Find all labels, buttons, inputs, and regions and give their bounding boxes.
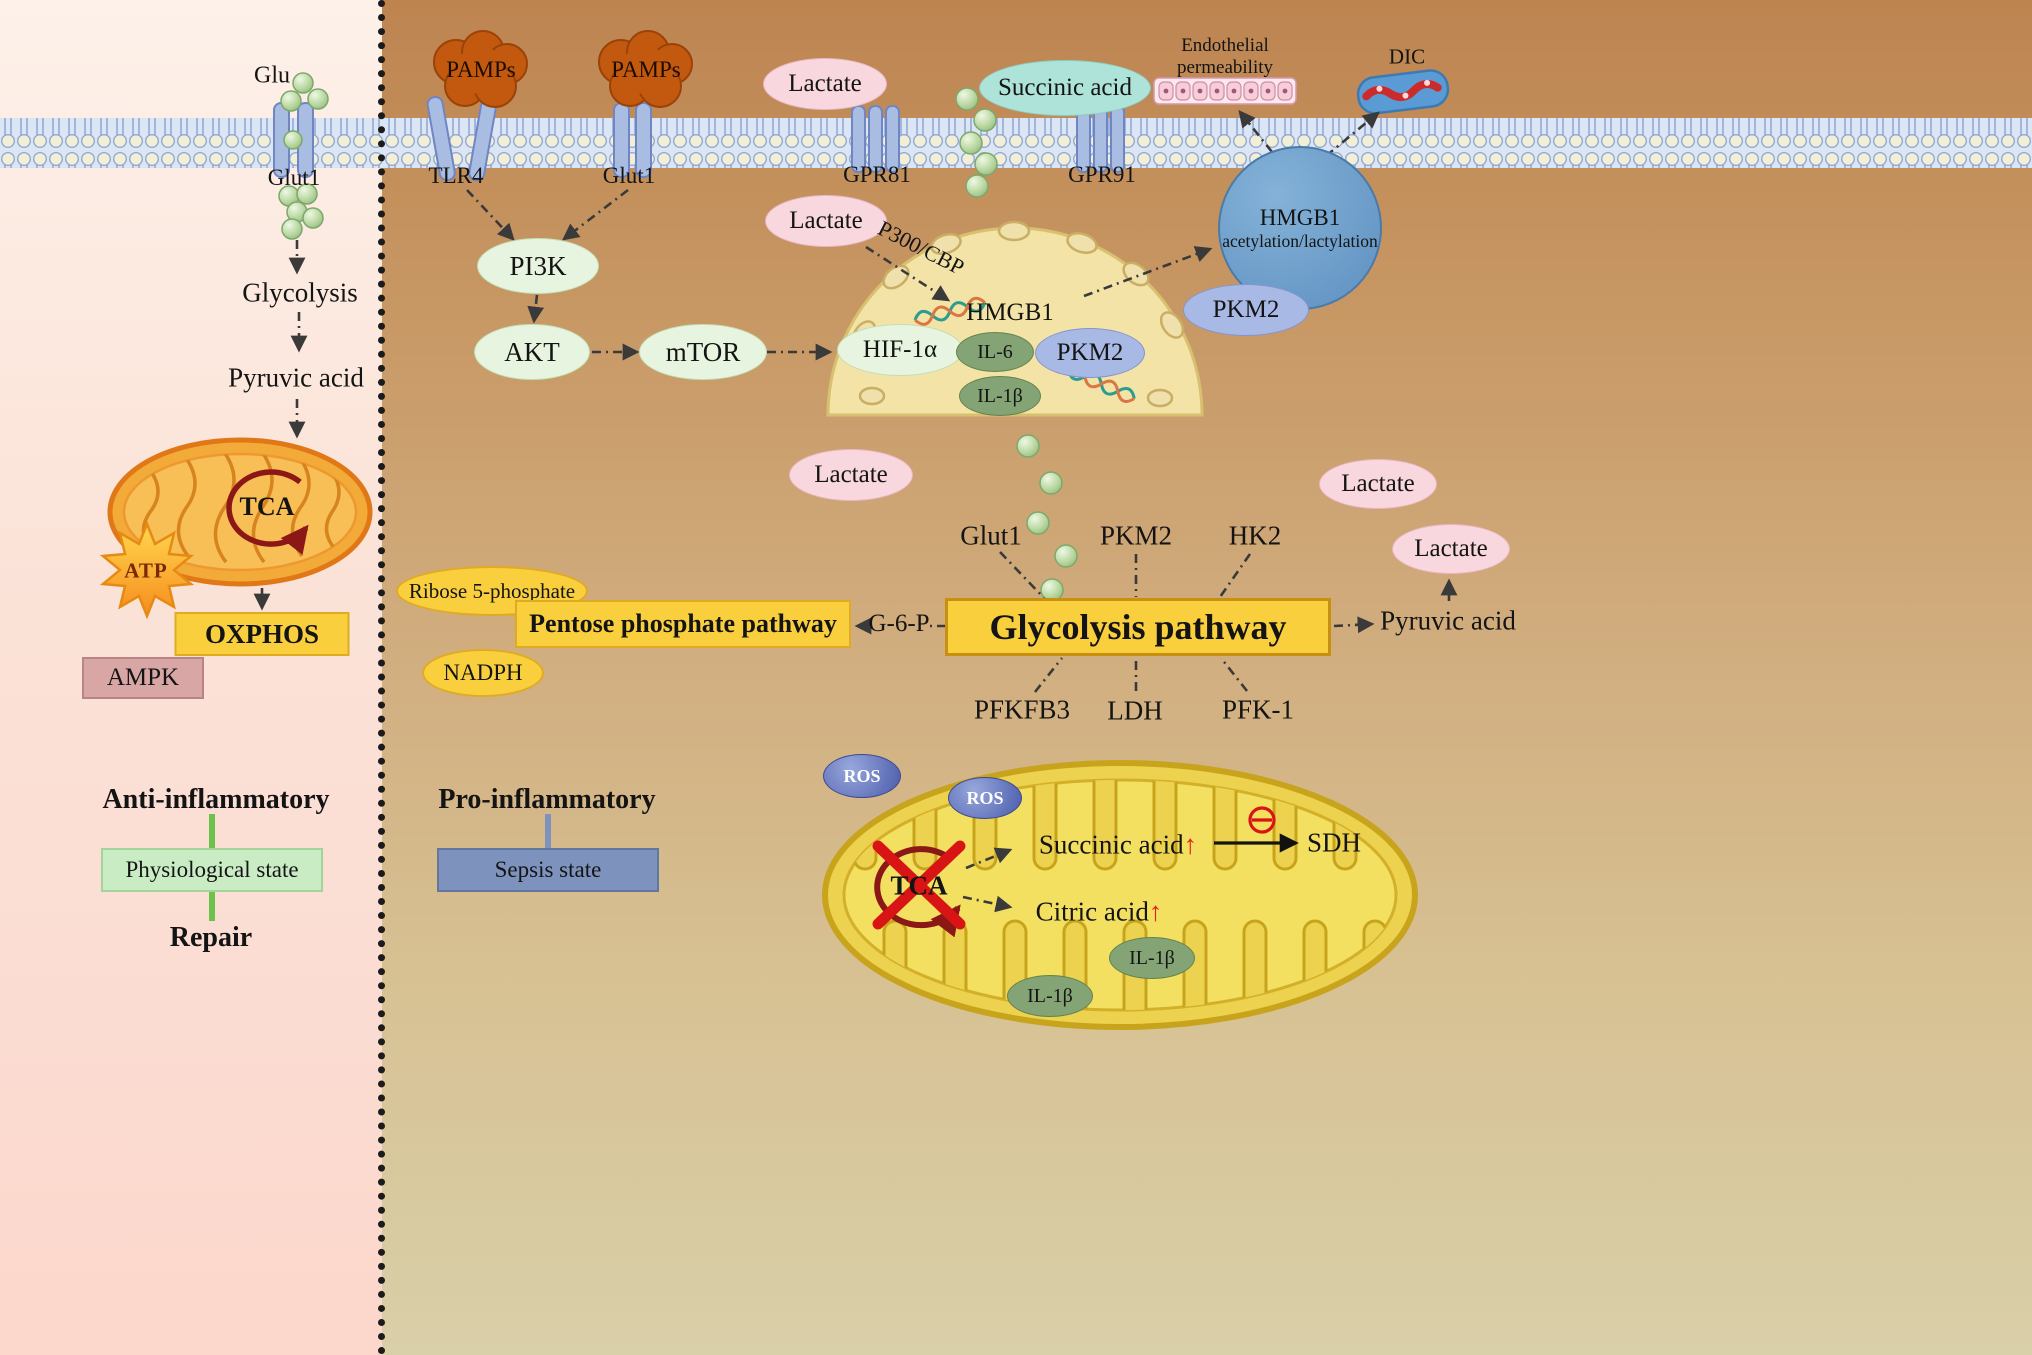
arrow-tlr4-pi3k (466, 189, 515, 241)
pi3k-oval: PI3K (477, 238, 599, 294)
ldh-label: LDH (1107, 695, 1163, 726)
ros-oval-1: ROS (823, 754, 901, 798)
sdh-label: SDH (1306, 827, 1362, 858)
arrow-pi3k-akt (527, 294, 545, 324)
pro-inflammatory-label: Pro-inflammatory (438, 784, 656, 815)
oxphos-box: OXPHOS (174, 612, 350, 656)
mitochondrion-icon (107, 437, 373, 587)
glut1-right-label: Glut1 (602, 163, 656, 188)
glucose-molecule-icons (278, 72, 1078, 602)
arrow-hmgb1-dic (1325, 111, 1380, 158)
lactate-upper-right-oval: Lactate (1319, 459, 1437, 509)
lactate-lower-right-oval: Lactate (1392, 524, 1510, 574)
lactate-top-oval: Lactate (763, 58, 887, 110)
tca-label: TCA (239, 492, 295, 521)
gpr81-receptor-icon (851, 105, 900, 173)
glycolysis-label: Glycolysis (242, 277, 358, 308)
citric-acid-label: Citric acid↑ (1036, 897, 1163, 928)
hmgb1-acetylation-circle: HMGB1 acetylation/lactylation (1218, 146, 1382, 310)
pentose-phosphate-pathway-box: Pentose phosphate pathway (515, 600, 851, 648)
pamps-left-icon (433, 30, 528, 108)
pamps-right-label: PAMPs (611, 57, 681, 82)
repair-label: Repair (169, 922, 253, 953)
line-pfk1-glycolysis (1219, 657, 1249, 692)
glut1-left-label: Glut1 (267, 165, 321, 190)
anti-inflammatory-label: Anti-inflammatory (102, 784, 330, 815)
glut1-receptor-right-icon (613, 102, 652, 178)
arrow-tca-succinic (965, 847, 1013, 870)
cell-membrane (0, 118, 2032, 168)
hmgb1-nucleus-label: HMGB1 (966, 299, 1054, 326)
succinic-up-arrow: ↑ (1183, 829, 1198, 860)
endothelial-permeability-label: Endothelial permeability (1176, 35, 1274, 78)
atp-label: ATP (124, 558, 168, 583)
glut1-enzyme-label: Glut1 (960, 520, 1022, 551)
il6-oval: IL-6 (956, 332, 1034, 372)
tca-cycle-arrow-icon (226, 469, 309, 555)
il1b-mito-oval-2: IL-1β (1007, 975, 1093, 1017)
glycolysis-pathway-box: Glycolysis pathway (945, 598, 1331, 656)
ampk-box: AMPK (82, 657, 204, 699)
pfk1-label: PFK-1 (1221, 694, 1295, 725)
endothelial-cells-icon (1153, 77, 1297, 105)
tlr4-label: TLR4 (428, 163, 484, 188)
ros-oval-2: ROS (948, 777, 1022, 819)
line-pfkfb3-glycolysis (1033, 657, 1064, 693)
succinic-acid-label: Succinic acid↑ (1039, 830, 1197, 861)
citric-acid-text: Citric acid (1035, 896, 1149, 927)
line-hk2-glycolysis (1218, 553, 1252, 598)
arrow-glut1-pi3k (561, 188, 629, 241)
hmgb1-circle-line2: acetylation/lactylation (1222, 230, 1378, 251)
lactate-mid-oval: Lactate (765, 195, 887, 247)
il1b-mito-oval-1: IL-1β (1109, 937, 1195, 979)
pfkfb3-label: PFKFB3 (973, 694, 1071, 725)
pamps-left-label: PAMPs (446, 57, 516, 82)
mtor-oval: mTOR (639, 324, 767, 380)
arrow-hmgb1-endothelial (1238, 110, 1274, 153)
gpr91-label: GPR91 (1068, 162, 1136, 187)
inhibition-icon (1248, 806, 1276, 834)
nadph-oval: NADPH (422, 649, 544, 697)
red-cross-icon (872, 840, 966, 930)
mitochondrion-sepsis-icon (822, 760, 1418, 1030)
pyruvic-acid-right-label: Pyruvic acid (1380, 605, 1516, 636)
glu-label: Glu (254, 62, 290, 89)
arrows (253, 110, 1458, 913)
panel-divider (378, 0, 385, 1355)
pkm2-nucleus-oval: PKM2 (1035, 328, 1145, 378)
arrow-nucleus-hmgb1circle (1083, 246, 1213, 298)
g6p-label: G-6-P (868, 610, 930, 637)
tca-sepsis-label: TCA (890, 870, 948, 901)
hif1a-oval: HIF-1α (837, 324, 963, 376)
sepsis-state-box: Sepsis state (437, 848, 659, 892)
succinic-acid-oval: Succinic acid (979, 60, 1151, 116)
citric-up-arrow: ↑ (1148, 896, 1163, 927)
arrow-tca-citric (962, 895, 1013, 913)
lactate-left-oval: Lactate (789, 449, 913, 501)
tlr4-receptor-icon (426, 95, 498, 182)
gpr81-label: GPR81 (843, 162, 911, 187)
akt-oval: AKT (474, 324, 590, 380)
hmgb1-circle-line1: HMGB1 (1259, 204, 1341, 230)
arrow-glycolysis-pyruvate-right (1333, 616, 1375, 634)
line-glut1-glycolysis (999, 551, 1045, 599)
pkm2-mid-oval: PKM2 (1183, 284, 1309, 336)
physiological-state-box: Physiological state (101, 848, 323, 892)
state-connectors (209, 814, 551, 921)
tca-cycle-arrow-sepsis-icon (874, 846, 961, 938)
atp-burst-icon (99, 520, 195, 620)
dic-vessel-icon (1356, 69, 1450, 115)
pkm2-enzyme-label: PKM2 (1099, 520, 1173, 551)
arrow-lactate-nucleus (865, 245, 951, 302)
il1b-nucleus-oval: IL-1β (959, 376, 1041, 416)
pyruvic-acid-left-label: Pyruvic acid (228, 362, 364, 393)
succinic-acid-text: Succinic acid (1038, 829, 1184, 860)
dic-label: DIC (1388, 44, 1426, 69)
hk2-label: HK2 (1228, 520, 1282, 551)
gpr91-receptor-icon (1076, 105, 1125, 173)
pamps-right-icon (598, 30, 693, 108)
